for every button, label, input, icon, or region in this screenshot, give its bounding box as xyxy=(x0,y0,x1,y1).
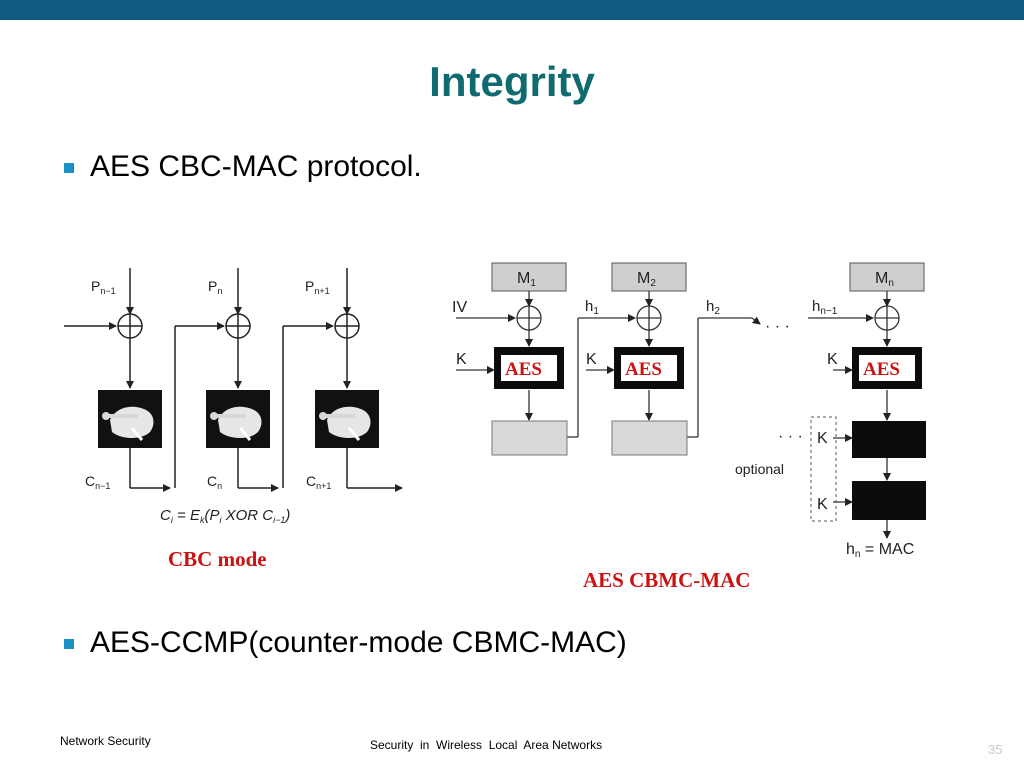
message-box-1 xyxy=(491,262,567,292)
hand-key-icon xyxy=(206,390,270,448)
chain-label-2: h2 xyxy=(706,298,720,317)
page-number: 35 xyxy=(988,742,1003,757)
slide-title: Integrity xyxy=(429,58,595,105)
cbc-caption: CBC mode xyxy=(168,547,267,571)
message-box-2 xyxy=(611,262,687,292)
chain-label-n-1: hn−1 xyxy=(812,298,838,317)
key-label-optional-2: K xyxy=(817,496,828,513)
output-box-2 xyxy=(611,420,688,456)
cbmc-diagram: M1 M2 Mn IV K K K K K h1 h2 hn−1 · · · ·… xyxy=(452,262,926,560)
optional-key-group xyxy=(810,416,837,522)
footer-center: Security in Wireless Local Area Networks xyxy=(370,738,603,752)
message-label-n: Mn xyxy=(875,270,894,289)
bullet-2: AES-CCMP(counter-mode CBMC-MAC) xyxy=(64,626,627,660)
footer-left: Network Security xyxy=(60,734,151,748)
message-label-1: M1 xyxy=(517,270,536,289)
key-label-1: K xyxy=(456,351,467,368)
aes-label-n: AES xyxy=(863,359,900,380)
bullet-2-text: AES-CCMP(counter-mode CBMC-MAC) xyxy=(90,626,627,659)
optional-label: optional xyxy=(735,461,784,477)
aes-label-1: AES xyxy=(505,359,542,380)
cbc-input-label-2: Pn xyxy=(208,278,222,296)
bullet-1: AES CBC-MAC protocol. xyxy=(64,150,422,184)
message-box-n xyxy=(849,262,925,292)
aes-label-2: AES xyxy=(625,359,662,380)
cbmc-caption: AES CBMC-MAC xyxy=(583,568,750,592)
ellipsis-1: · · · xyxy=(765,318,790,335)
key-label-2: K xyxy=(586,351,597,368)
cbc-output-label-3: Cn+1 xyxy=(306,473,331,491)
message-label-2: M2 xyxy=(637,270,656,289)
key-label-optional-1: K xyxy=(817,430,828,447)
top-bar xyxy=(0,0,1024,20)
output-box-1 xyxy=(491,420,568,456)
cbc-lines xyxy=(64,268,403,492)
bullet-square-icon xyxy=(64,163,74,173)
bullet-1-text: AES CBC-MAC protocol. xyxy=(90,150,422,183)
hand-key-icon xyxy=(98,390,162,448)
bullet-square-icon xyxy=(64,639,74,649)
hand-key-icon xyxy=(315,390,379,448)
result-label: hn = MAC xyxy=(846,541,914,560)
cbmc-lines xyxy=(456,291,900,539)
cbc-output-label-1: Cn−1 xyxy=(85,473,110,491)
cbc-input-label-1: Pn−1 xyxy=(91,278,116,296)
final-block-1 xyxy=(852,421,926,458)
cbc-blocks xyxy=(98,390,379,448)
final-block-2 xyxy=(852,481,926,520)
cbc-output-label-2: Cn xyxy=(207,473,222,491)
cbc-input-label-3: Pn+1 xyxy=(305,278,330,296)
iv-label: IV xyxy=(452,299,467,316)
ellipsis-2: · · · xyxy=(778,428,803,445)
chain-label-1: h1 xyxy=(585,298,599,317)
cbc-diagram: Pn−1 Pn Pn+1 xyxy=(91,278,330,296)
cbc-formula: Ci = Ek(Pi XOR Ci−1) xyxy=(160,507,290,525)
key-label-3: K xyxy=(827,351,838,368)
